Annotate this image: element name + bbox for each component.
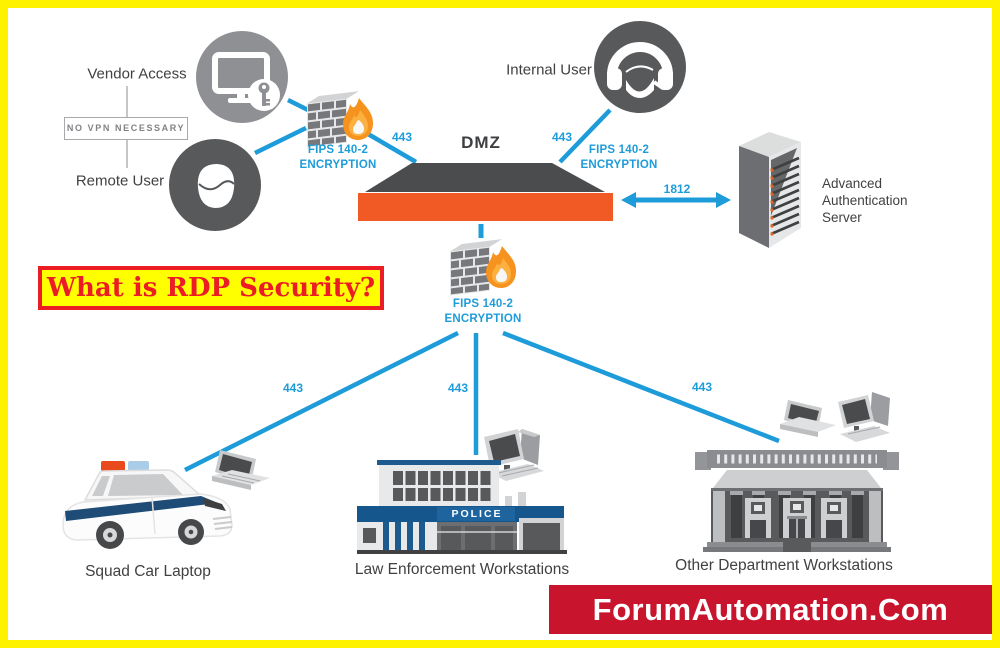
- flame-icon: [343, 98, 373, 140]
- fips-line2: ENCRYPTION: [299, 159, 377, 171]
- firewall-icon-top: [303, 90, 379, 159]
- garage-door: [523, 523, 560, 550]
- brick-wall-icon: [307, 91, 359, 148]
- brick-wall-icon: [450, 239, 502, 296]
- blue-links: [183, 97, 780, 473]
- port-label-1812: 1812: [663, 182, 691, 196]
- other-department-label: Other Department Workstations: [675, 557, 893, 574]
- government-building-icon: [693, 446, 901, 561]
- no-vpn-box: NO VPN NECESSARY: [64, 117, 188, 140]
- auth-server-label: Advanced Authentication Server: [822, 176, 908, 225]
- fips-line1: FIPS 140-2: [307, 144, 369, 157]
- squad-car-label: Squad Car Laptop: [85, 563, 211, 580]
- lightbar-blue: [128, 461, 149, 471]
- port-label-443-top-left: 443: [391, 130, 413, 144]
- monitor-icon: [212, 52, 270, 94]
- dmz-label: DMZ: [461, 133, 501, 152]
- vendor-access-label: Vendor Access: [87, 65, 187, 83]
- port-label-443-bottom-center: 443: [447, 381, 469, 395]
- remote-user-label: Remote User: [75, 172, 165, 190]
- window-panels: [745, 498, 847, 538]
- watermark-banner: ForumAutomation.Com: [549, 585, 992, 634]
- fips-label-right: FIPS 140-2 ENCRYPTION: [559, 143, 679, 173]
- fips-label-left: FIPS 140-2 ENCRYPTION: [278, 143, 398, 173]
- vendor-access-icon: [195, 30, 290, 130]
- arrowhead-right: [716, 192, 731, 208]
- port-label-443-bottom-right: 443: [691, 380, 713, 394]
- desktop-icon-police: [478, 423, 546, 490]
- laptop-icon: [780, 400, 836, 437]
- face-icon: [197, 164, 235, 208]
- fips-line1: FIPS 140-2: [452, 298, 514, 311]
- port-label-443-bottom-left: 443: [282, 381, 304, 395]
- firewall-icon-center: [446, 238, 522, 307]
- question-box: What is RDP Security?: [38, 266, 384, 310]
- laptop-icon-squad: [210, 448, 272, 505]
- internal-user-icon: [593, 20, 688, 120]
- workstations-icons: [780, 390, 898, 455]
- fips-line2: ENCRYPTION: [580, 159, 658, 171]
- auth-server-icon: [733, 128, 805, 258]
- upper-windows: [393, 471, 491, 501]
- fips-line1: FIPS 140-2: [588, 144, 650, 157]
- police-car-icon: [55, 443, 240, 563]
- fips-label-center: FIPS 140-2 ENCRYPTION: [423, 297, 543, 327]
- arrowhead-left: [621, 192, 636, 208]
- port-label-443-top-right: 443: [551, 130, 573, 144]
- car-stripe: [65, 496, 218, 521]
- fips-line2: ENCRYPTION: [444, 313, 522, 325]
- dmz-platform: [358, 163, 613, 221]
- key-badge-icon: [248, 79, 280, 111]
- lightbar-red: [101, 461, 125, 471]
- desktop-icon: [838, 392, 890, 442]
- vendor-circle: [196, 31, 288, 123]
- server-slats: [770, 156, 800, 236]
- remote-user-icon: [168, 138, 263, 238]
- police-sign-label: POLICE: [451, 508, 503, 520]
- flame-icon: [486, 246, 516, 288]
- internal-user-label: Internal User: [506, 61, 592, 79]
- police-station-icon: [357, 460, 567, 560]
- law-enforcement-label: Law Enforcement Workstations: [354, 561, 570, 578]
- headset-icon: [607, 42, 673, 76]
